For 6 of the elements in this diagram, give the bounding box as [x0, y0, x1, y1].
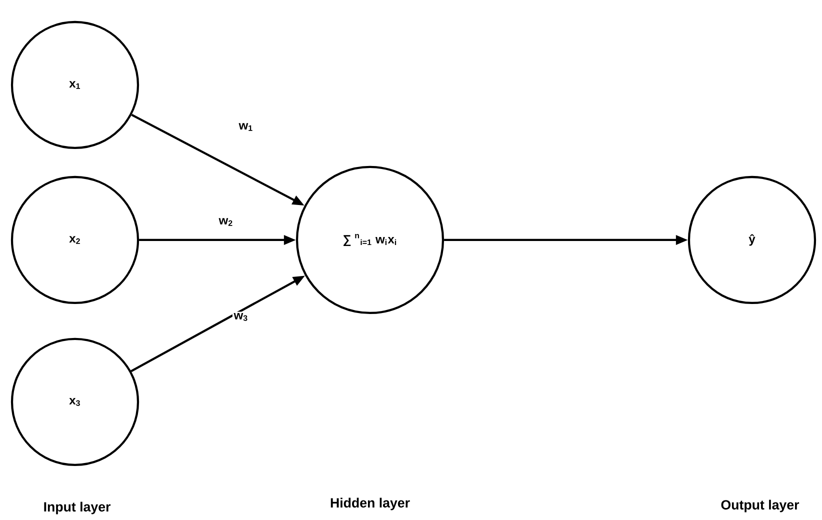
edge-label: w$_{1}$ [237, 122, 255, 132]
layer-label: Hidden layer [330, 498, 410, 510]
edge-label: w$_{3}$ [232, 312, 250, 322]
layer-label: Input layer [44, 502, 111, 514]
edge-label: w$_{2}$ [217, 216, 235, 228]
layer-label: Output layer [721, 500, 800, 512]
